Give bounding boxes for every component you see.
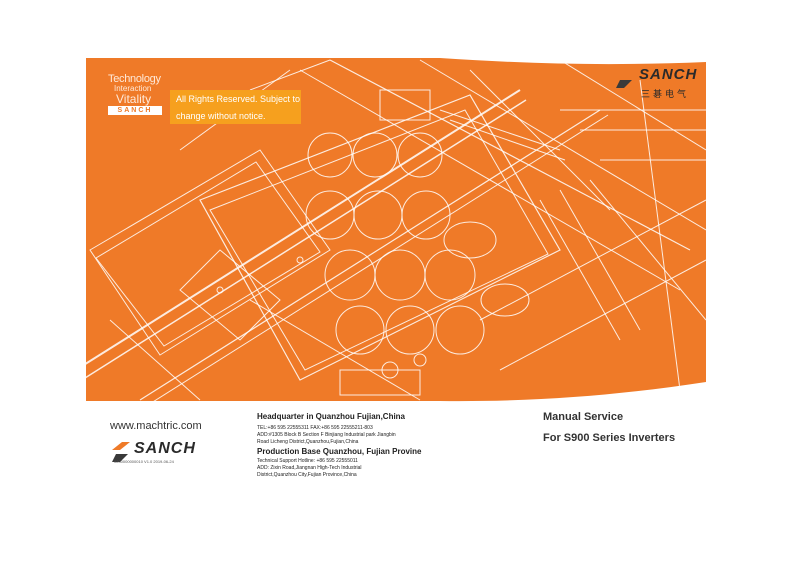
contact-block: Headquarter in Quanzhou Fujian,China TEL… bbox=[257, 412, 457, 479]
headquarter-tel-fax: TEL:+86 595 22555311 FAX:+86 595 2255521… bbox=[257, 425, 373, 431]
notice-line-2: change without notice. bbox=[176, 111, 266, 121]
tagline-brand: SANCH bbox=[108, 106, 162, 115]
notice-line-1: All Rights Reserved. Subject to bbox=[176, 94, 301, 104]
tagline: Technology Interaction Vitality SANCH bbox=[108, 74, 172, 115]
manual-title: Manual Service bbox=[543, 411, 624, 423]
orange-band bbox=[86, 58, 706, 402]
document-code: 0200000000010 V1.0 2019-06-24 bbox=[114, 459, 174, 464]
brand-chinese-name: 三碁电气 bbox=[641, 90, 690, 100]
production-address-2: District,Quanzhou City,Fujian Province,C… bbox=[257, 472, 357, 478]
logo-mark-bottom bbox=[112, 442, 130, 462]
headquarter-title: Headquarter in Quanzhou Fujian,China bbox=[257, 412, 406, 421]
headquarter-address-2: Road Licheng District,Quanzhou,Fujian,Ch… bbox=[257, 439, 359, 445]
logo-mark-top bbox=[616, 68, 634, 88]
brand-logo-bottom: SANCH 0200000000010 V1.0 2019-06-24 bbox=[110, 440, 210, 480]
headquarter-address-1: ADD:#1305 Block B Section F Binjiang Ind… bbox=[257, 432, 396, 438]
production-hotline: Technical Support Hotline: +86 595 22555… bbox=[257, 458, 358, 464]
production-address-1: ADD: Zixin Road,Jiangnan High-Tech Indus… bbox=[257, 465, 362, 471]
production-title: Production Base Quanzhou, Fujian Provine bbox=[257, 447, 422, 456]
tagline-technology: Technology bbox=[108, 73, 161, 85]
manual-subtitle: For S900 Series Inverters bbox=[543, 432, 676, 444]
brand-logo-top: SANCH 三碁电气 bbox=[611, 66, 701, 106]
manual-title-block: Manual Service For S900 Series Inverters bbox=[543, 411, 675, 444]
brand-name: SANCH bbox=[639, 66, 698, 83]
website-link[interactable]: www.machtric.com bbox=[110, 420, 202, 432]
tagline-vitality: Vitality bbox=[116, 92, 152, 106]
inverter-line-drawing bbox=[86, 59, 706, 402]
rights-notice: All Rights Reserved. Subject to change w… bbox=[170, 90, 301, 124]
tagline-interaction: Interaction bbox=[114, 84, 152, 93]
brand-name-bottom: SANCH bbox=[134, 440, 196, 457]
